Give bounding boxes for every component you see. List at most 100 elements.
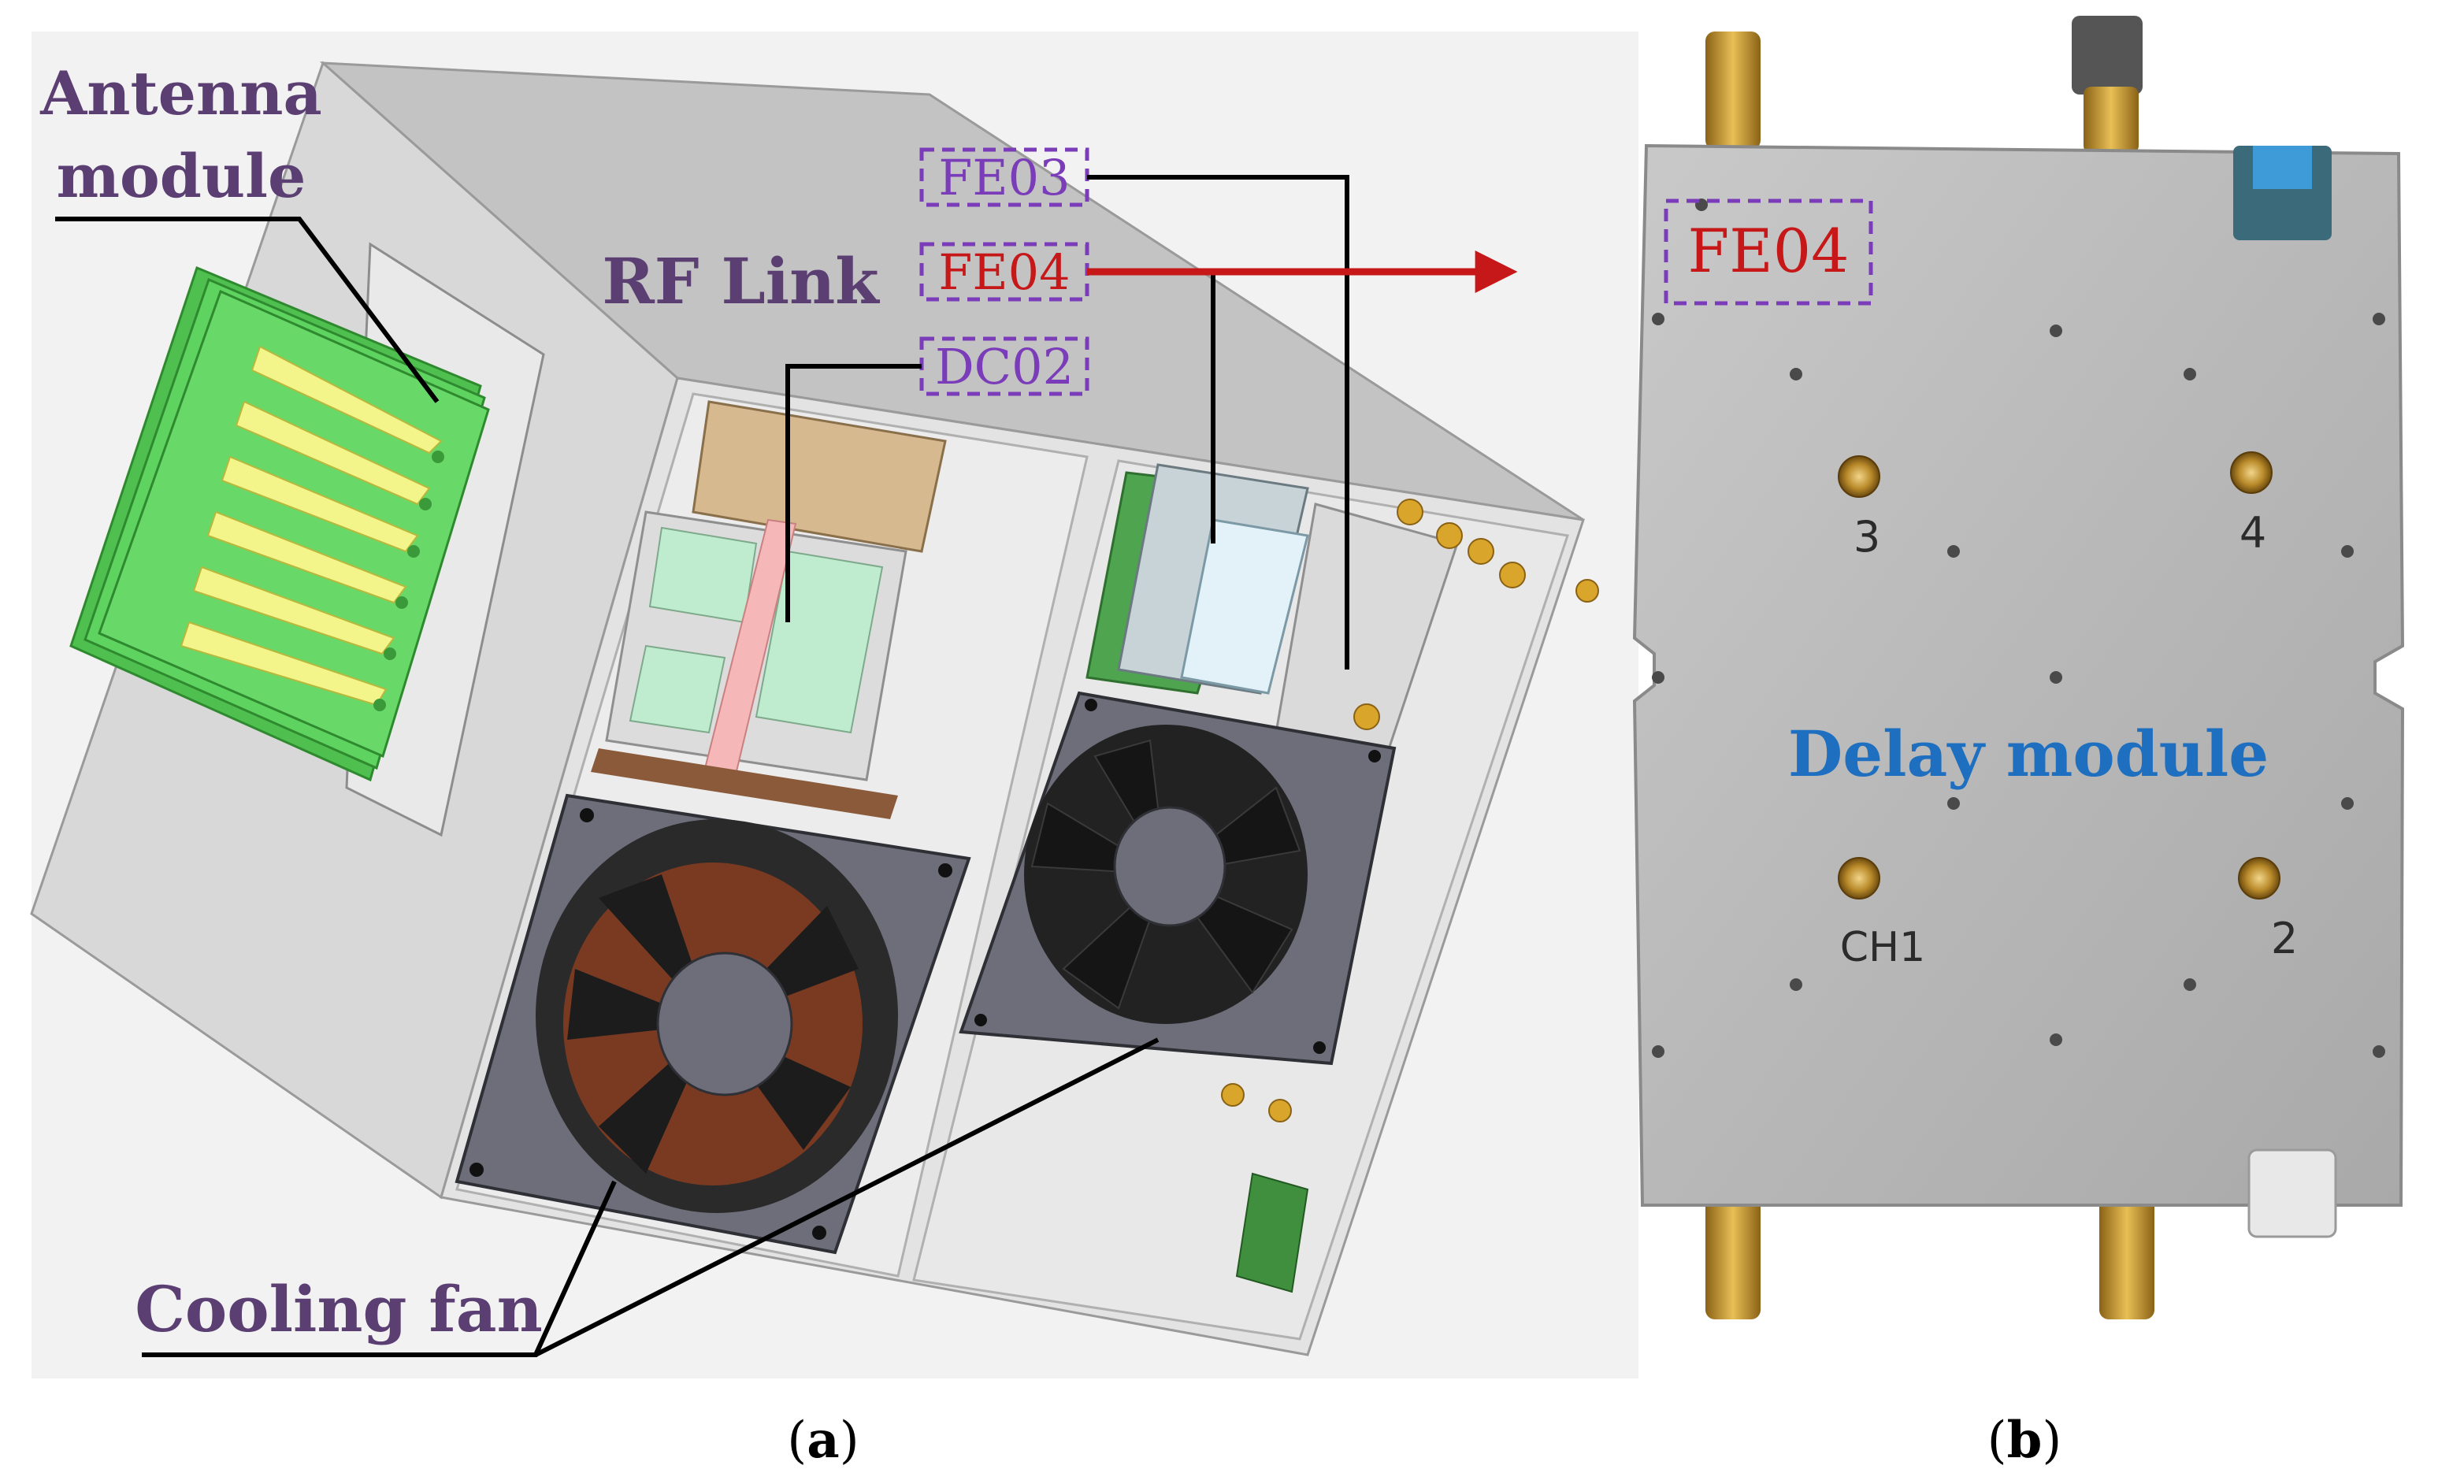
delay-module-plate <box>1632 143 2405 1207</box>
port-mark-3: 3 <box>1854 512 1880 562</box>
plate-hole <box>1652 1045 1664 1058</box>
fan-screw <box>469 1163 484 1177</box>
sma-connector <box>1268 1099 1292 1122</box>
top-connector-left <box>1705 32 1761 150</box>
antenna-feed-strip <box>221 455 419 553</box>
antenna-connector <box>384 647 396 660</box>
plate-hole <box>2184 978 2196 991</box>
sma-connector <box>1397 499 1423 525</box>
plate-hole <box>2373 1045 2385 1058</box>
panel-b-caption-close: ) <box>2042 1412 2061 1470</box>
fe03-leader-line <box>1087 175 1349 670</box>
panel-a: Antenna module RF Link FE03 FE04 DC02 Co… <box>30 32 1638 1470</box>
ribbon-connector-blue <box>2253 146 2312 189</box>
plate-hole <box>2341 545 2354 558</box>
panel-a-caption: (a) <box>787 1411 859 1470</box>
dc02-leader-line <box>785 364 922 622</box>
fe04-box-b <box>1664 198 1873 306</box>
sma-connector <box>1353 703 1380 730</box>
fe04-top-plate <box>1180 518 1309 695</box>
antenna-connector <box>395 596 408 609</box>
rf-link-label: RF Link <box>602 244 880 318</box>
bottom-connector-left <box>1705 1197 1761 1319</box>
antenna-feed-strip <box>250 345 443 454</box>
delay-module-label: Delay module <box>1788 717 2269 791</box>
sma-connector <box>1499 562 1526 588</box>
fan-screw <box>1368 750 1381 762</box>
top-connector-middle <box>2084 87 2139 154</box>
panel-b: 3 4 CH1 2 FE04 Delay module (b) <box>1632 16 2405 1470</box>
plate-hole <box>2050 325 2062 337</box>
right-cooling-fan <box>959 691 1397 1066</box>
top-connectors <box>1705 16 2143 154</box>
fe04-label: FE04 <box>938 243 1070 301</box>
plate-hole <box>2341 797 2354 810</box>
sma-connector <box>1468 538 1494 565</box>
antenna-connector <box>373 699 386 711</box>
panel-b-caption-open: ( <box>1987 1412 2007 1470</box>
port-mark-4: 4 <box>2239 508 2266 558</box>
cooling-fan-label: Cooling fan <box>135 1272 543 1346</box>
plate-hole <box>2373 313 2385 325</box>
fan-screw <box>1085 699 1097 711</box>
bottom-right-connector <box>2247 1148 2337 1238</box>
small-pcb <box>1235 1172 1309 1293</box>
sma-connector <box>1436 522 1463 549</box>
antenna-module-label-line2: module <box>57 141 306 211</box>
plate-hole <box>2184 368 2196 380</box>
plate-hole <box>1947 797 1960 810</box>
panel-b-caption-letter: b <box>2007 1411 2043 1470</box>
fan-screw <box>938 863 952 877</box>
panel-b-caption: (b) <box>1987 1411 2062 1470</box>
antenna-connectors <box>373 451 444 711</box>
fan-screw <box>812 1226 826 1240</box>
dc02-base <box>591 748 898 819</box>
sma-connectors-right <box>1221 499 1599 1122</box>
plate-hole <box>2050 1033 2062 1046</box>
fan-hub <box>1113 806 1226 927</box>
plate-hole <box>2050 671 2062 684</box>
bottom-connectors <box>1705 1197 2154 1319</box>
antenna-feed-strip <box>192 566 395 655</box>
top-connector-middle-cable <box>2072 16 2143 95</box>
antenna-connector <box>419 498 432 510</box>
antenna-connector <box>407 545 420 558</box>
plate-hole <box>1652 671 1664 684</box>
antenna-leader-line <box>55 217 440 403</box>
antenna-pcb-stack <box>69 265 490 782</box>
fan-screw <box>1313 1041 1326 1054</box>
brass-screw <box>1838 455 1880 498</box>
cooling-fan-leader-line-2 <box>534 1037 1160 1357</box>
dc02-heatsink <box>692 400 947 553</box>
port-mark-2: 2 <box>2271 914 2298 963</box>
port-mark-ch1: CH1 <box>1840 924 1926 971</box>
panel-a-caption-close: ) <box>840 1412 859 1470</box>
sma-connector <box>1221 1083 1245 1107</box>
dc02-module <box>591 400 947 819</box>
fe-modules <box>1085 463 1599 1293</box>
plate-holes <box>1652 198 2385 1058</box>
fan-screw <box>974 1014 987 1026</box>
antenna-feed-strip <box>206 510 407 604</box>
fan-hub <box>656 952 793 1096</box>
fan-screw <box>580 808 594 822</box>
dc02-pad <box>648 526 758 624</box>
left-cooling-fan <box>455 793 971 1255</box>
antenna-connector <box>432 451 444 463</box>
plate-hole <box>1790 978 1802 991</box>
dc02-label: DC02 <box>935 338 1074 395</box>
brass-screw <box>2238 857 2280 900</box>
fe03-label: FE03 <box>938 149 1070 206</box>
brass-screw <box>1838 857 1880 900</box>
antenna-feed-strips <box>180 345 443 707</box>
plate-hole <box>1790 368 1802 380</box>
fe04-label-b: FE04 <box>1688 216 1850 286</box>
brass-screw <box>2230 451 2273 494</box>
panel-a-caption-open: ( <box>787 1412 807 1470</box>
dc02-pad <box>629 644 726 734</box>
plate-hole <box>1947 545 1960 558</box>
sma-connector <box>1575 579 1599 603</box>
plate-hole <box>1652 313 1664 325</box>
bottom-connector-right <box>2099 1197 2154 1319</box>
